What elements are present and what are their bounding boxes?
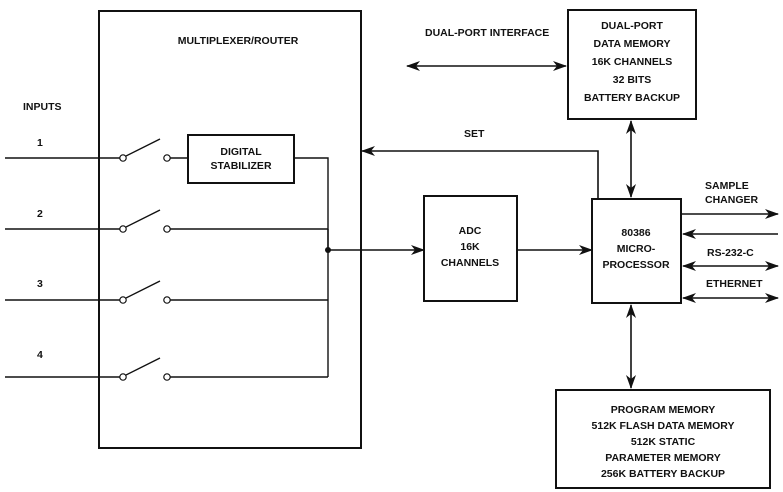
sample-changer-line-2: CHANGER: [705, 194, 759, 206]
rs232-label: RS-232-C: [707, 247, 754, 259]
program-memory-line-1: PROGRAM MEMORY: [611, 404, 716, 416]
stabilizer-to-bus-wire: [294, 157, 329, 250]
inputs-label: INPUTS: [23, 101, 62, 113]
cpu-line-2: MICRO-: [617, 243, 656, 255]
cpu-line-1: 80386: [621, 227, 650, 239]
set-label: SET: [464, 128, 485, 140]
adc-line-1: ADC: [459, 225, 482, 237]
cpu-block: [591, 198, 682, 304]
input-4-switch: [5, 357, 328, 381]
adc-line-3: CHANNELS: [441, 257, 499, 269]
program-memory-line-2: 512K FLASH DATA MEMORY: [592, 420, 735, 432]
input-2-label: 2: [37, 208, 43, 220]
digital-stabilizer-line-2: STABILIZER: [210, 160, 271, 172]
input-3-label: 3: [37, 278, 43, 290]
input-4-label: 4: [37, 349, 43, 361]
input-1-label: 1: [37, 137, 43, 149]
adc-line-2: 16K: [460, 241, 480, 253]
set-feedback-arrow: [361, 146, 599, 199]
sample-changer-line-1: SAMPLE: [705, 180, 749, 192]
cpu-line-3: PROCESSOR: [602, 259, 670, 271]
digital-stabilizer-line-1: DIGITAL: [220, 146, 262, 158]
program-memory-line-3: 512K STATIC: [631, 436, 696, 448]
ethernet-label: ETHERNET: [706, 278, 763, 290]
input-3-switch: [5, 280, 328, 304]
dual-port-memory-block: [567, 9, 697, 120]
input-2-switch: [5, 209, 328, 233]
program-memory-block: [555, 389, 771, 489]
adc-block: [423, 195, 518, 302]
dual-port-interface-label: DUAL-PORT INTERFACE: [425, 27, 549, 39]
dual-port-memory-line-1: DUAL-PORT: [601, 20, 663, 32]
multiplexer-router-label: MULTIPLEXER/ROUTER: [178, 35, 299, 47]
input-1-switch: [5, 138, 188, 162]
dual-port-memory-line-2: DATA MEMORY: [594, 38, 671, 50]
program-memory-line-4: PARAMETER MEMORY: [605, 452, 721, 464]
program-memory-line-5: 256K BATTERY BACKUP: [601, 468, 725, 480]
dual-port-memory-line-3: 16K CHANNELS: [592, 56, 673, 68]
digital-stabilizer-block: [187, 134, 295, 184]
dual-port-memory-line-4: 32 BITS: [613, 74, 652, 86]
dual-port-memory-line-5: BATTERY BACKUP: [584, 92, 680, 104]
